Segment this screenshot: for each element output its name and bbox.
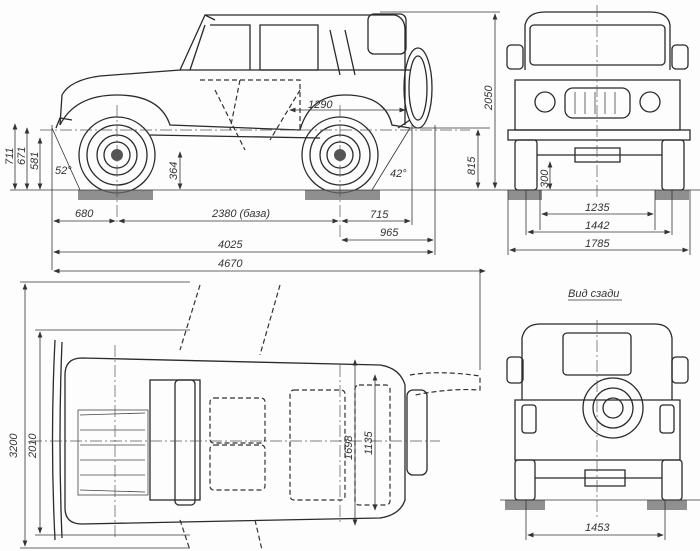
front-view: 300 1235 1442 1785 [500, 5, 700, 255]
top-view: 3200 2010 1698 1135 [8, 271, 481, 551]
dim-1290: 1290 [308, 99, 333, 111]
dim-815: 815 [466, 156, 478, 175]
side-view: 1290 2050 711 671 581 52° 364 42° 815 68… [4, 11, 500, 274]
dim-3200: 3200 [8, 433, 20, 458]
dim-2050: 2050 [483, 85, 495, 111]
dim-wheelbase: 2380 (база) [211, 208, 270, 220]
dim-1453: 1453 [585, 522, 610, 534]
rear-view: Вид сзади 1453 [500, 288, 700, 540]
dim-1135: 1135 [363, 430, 375, 455]
dim-1442: 1442 [585, 220, 609, 232]
dim-965: 965 [380, 227, 399, 239]
dim-680: 680 [75, 208, 94, 220]
departure-angle: 42° [390, 168, 407, 180]
dim-715: 715 [370, 209, 389, 221]
dim-2010: 2010 [27, 433, 39, 459]
approach-angle: 52° [55, 165, 72, 177]
dim-1785: 1785 [585, 238, 610, 250]
rear-view-title: Вид сзади [568, 288, 619, 300]
dim-4025: 4025 [218, 239, 243, 251]
dim-1698: 1698 [343, 435, 355, 460]
dim-300: 300 [539, 169, 551, 188]
dim-671: 671 [16, 147, 28, 165]
dim-4670: 4670 [218, 258, 243, 270]
dim-1235: 1235 [585, 202, 610, 214]
dim-581: 581 [29, 152, 41, 170]
dim-711: 711 [4, 147, 16, 165]
dim-364: 364 [168, 162, 180, 180]
